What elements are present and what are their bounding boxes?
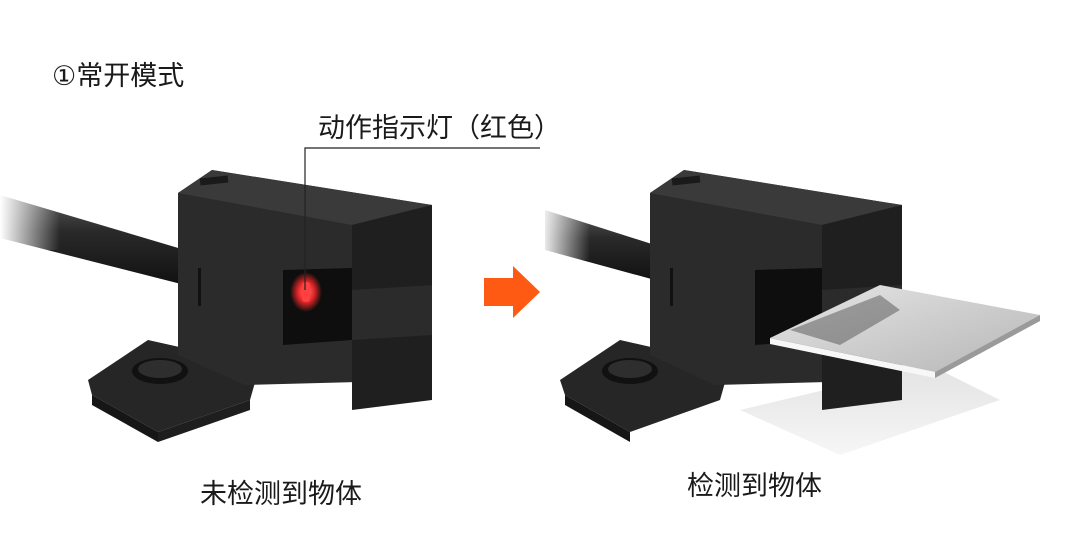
metal-plate-icon <box>770 285 1040 378</box>
indicator-leader-line <box>304 147 540 290</box>
indicator-label: 动作指示灯（红色） <box>318 113 561 144</box>
caption-object-detected: 检测到物体 <box>687 471 822 502</box>
mode-title: ①常开模式 <box>52 61 185 92</box>
caption-no-object: 未检测到物体 <box>200 479 362 510</box>
arrow-right-icon <box>484 266 540 318</box>
sensor-right <box>540 170 1040 455</box>
sensor-left <box>0 170 432 442</box>
